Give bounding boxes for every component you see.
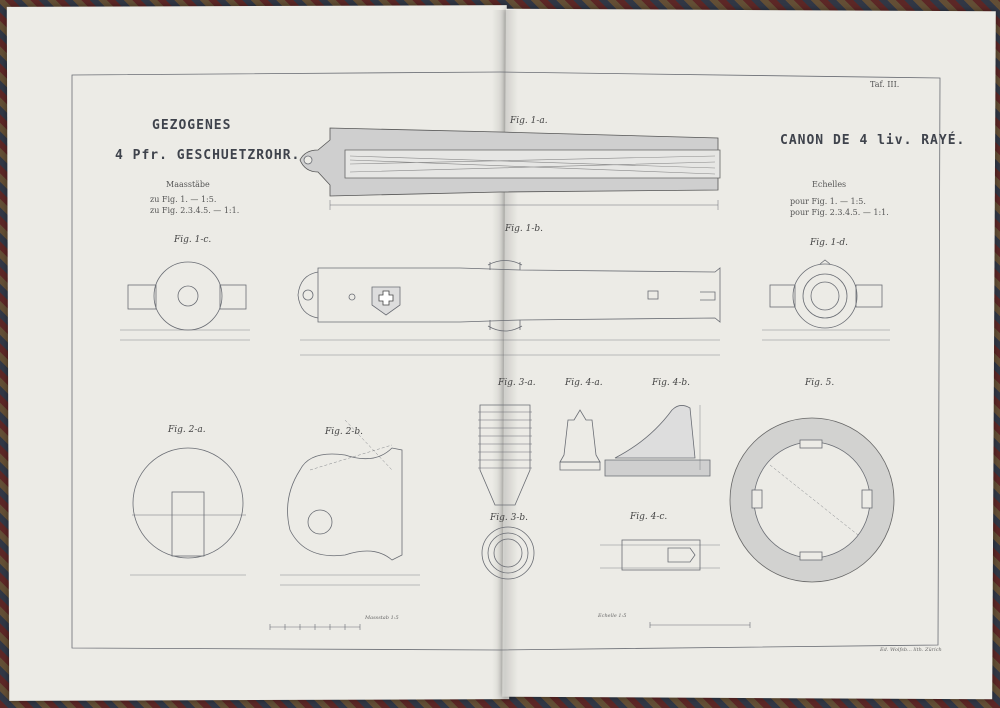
scale-bar-right-label: Echelle 1:5 [598,613,627,619]
left-title-line1: GEZOGENES [152,118,232,133]
fig-4a-stud [559,409,601,471]
fig-1a-barrel-section [299,127,721,210]
fig-4c-stud-plan [600,539,720,571]
scales-fr-heading: Echelles [812,180,847,189]
fig-1d-muzzle-view [762,259,890,341]
scale-bar-left [269,624,361,630]
fig-3a-label: Fig. 3-a. [498,378,536,388]
fig-2a-label: Fig. 2-a. [168,425,206,435]
scales-fr-row2: pour Fig. 2.3.4.5. — 1:1. [790,208,889,217]
right-title: CANON DE 4 liv. RAYÉ. [780,133,966,148]
fig-3a-screw [478,404,532,506]
scales-de-row2: zu Fig. 2.3.4.5. — 1:1. [150,206,240,215]
fig-5-bore-section [729,417,895,583]
fig-1c-label: Fig. 1-c. [174,235,212,245]
fig-3b-ring [481,526,535,580]
fig-2b-cascabel-view [280,419,420,586]
fig-1c-end-view [120,261,250,341]
fig-1d-label: Fig. 1-d. [810,238,848,248]
fig-1a-label: Fig. 1-a. [510,116,548,126]
fig-5-label: Fig. 5. [805,378,835,388]
fig-4a-label: Fig. 4-a. [565,378,603,388]
fig-3b-label: Fig. 3-b. [490,513,528,523]
imprint: Ed. Wolfsb... lith. Zürich [880,647,942,653]
fig-2b-label: Fig. 2-b. [325,427,363,437]
fig-4c-label: Fig. 4-c. [630,512,668,522]
scales-de-heading: Maasstäbe [166,180,210,189]
fig-1b-barrel-plan [297,260,721,356]
scales-de-row1: zu Fig. 1. — 1:5. [150,195,217,204]
scale-bar-left-label: Massstab 1:5 [365,615,399,621]
plate-number: Taf. III. [870,80,900,89]
plate-frame [71,71,941,651]
scales-fr-row1: pour Fig. 1. — 1:5. [790,197,866,206]
left-title-line2: 4 Pfr. GESCHUETZROHR. [115,148,301,163]
fig-2a-trunnion-view [130,447,246,576]
fig-4b-label: Fig. 4-b. [652,378,690,388]
fig-1b-label: Fig. 1-b. [505,224,543,234]
fig-4b-stud-side [604,405,711,477]
scale-bar-right [649,622,751,628]
